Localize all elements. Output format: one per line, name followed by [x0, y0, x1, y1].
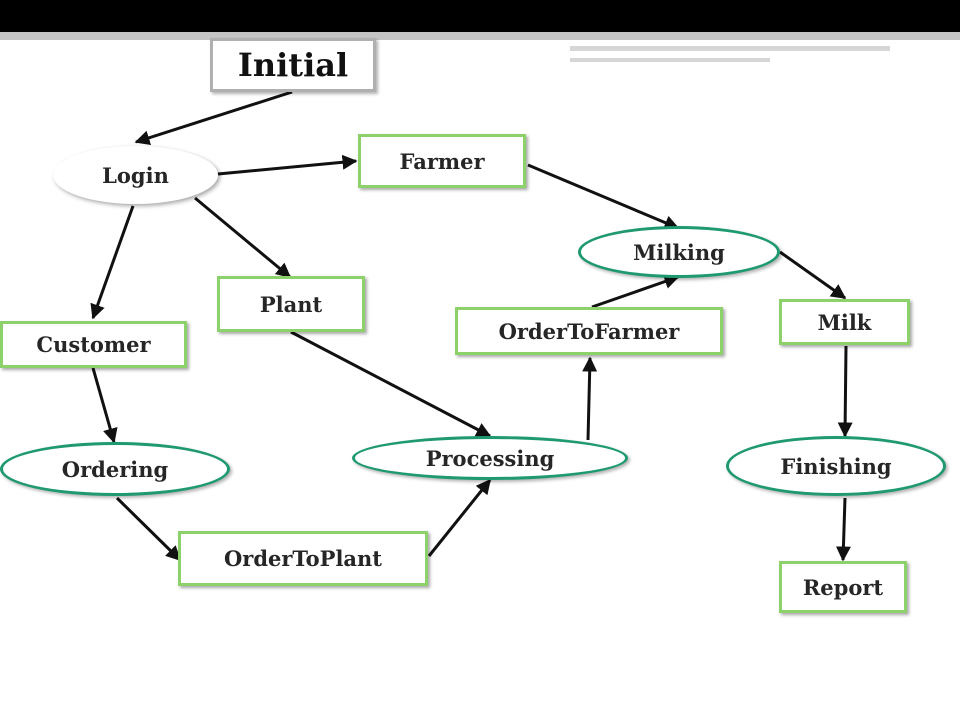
node-report: Report	[779, 561, 907, 613]
edge-milking-milk	[779, 250, 847, 300]
edge-customer-ordering	[91, 367, 118, 444]
edge-plant-processing	[290, 330, 492, 438]
slide-header-stripe	[0, 32, 960, 40]
edge-ordertoplant-processing	[427, 478, 492, 557]
slide-decor-line	[570, 46, 890, 51]
edge-initial-login	[134, 90, 293, 146]
node-ordering: Ordering	[0, 442, 230, 496]
node-initial: Initial	[210, 38, 376, 92]
edge-farmer-milking	[527, 163, 680, 230]
edge-login-customer	[90, 205, 135, 320]
node-finishing: Finishing	[726, 436, 946, 496]
edge-processing-ordertofarmer	[582, 356, 598, 441]
slide-top-bar	[0, 0, 960, 32]
node-processing: Processing	[352, 436, 628, 480]
edge-ordering-ordertoplant	[115, 496, 182, 562]
node-milk: Milk	[779, 299, 910, 345]
edge-milk-finishing	[837, 345, 853, 438]
edge-finishing-report	[835, 497, 851, 562]
slide-decor-line	[570, 58, 770, 62]
node-plant: Plant	[217, 276, 365, 332]
node-farmer: Farmer	[358, 134, 526, 188]
node-order-to-plant: OrderToPlant	[178, 531, 428, 586]
node-customer: Customer	[0, 321, 187, 368]
edge-login-plant	[194, 196, 292, 279]
edge-login-farmer	[217, 154, 358, 176]
edge-ordertofarmer-milking	[591, 274, 680, 309]
node-login: Login	[53, 146, 218, 204]
node-order-to-farmer: OrderToFarmer	[455, 307, 723, 355]
node-milking: Milking	[578, 226, 780, 278]
